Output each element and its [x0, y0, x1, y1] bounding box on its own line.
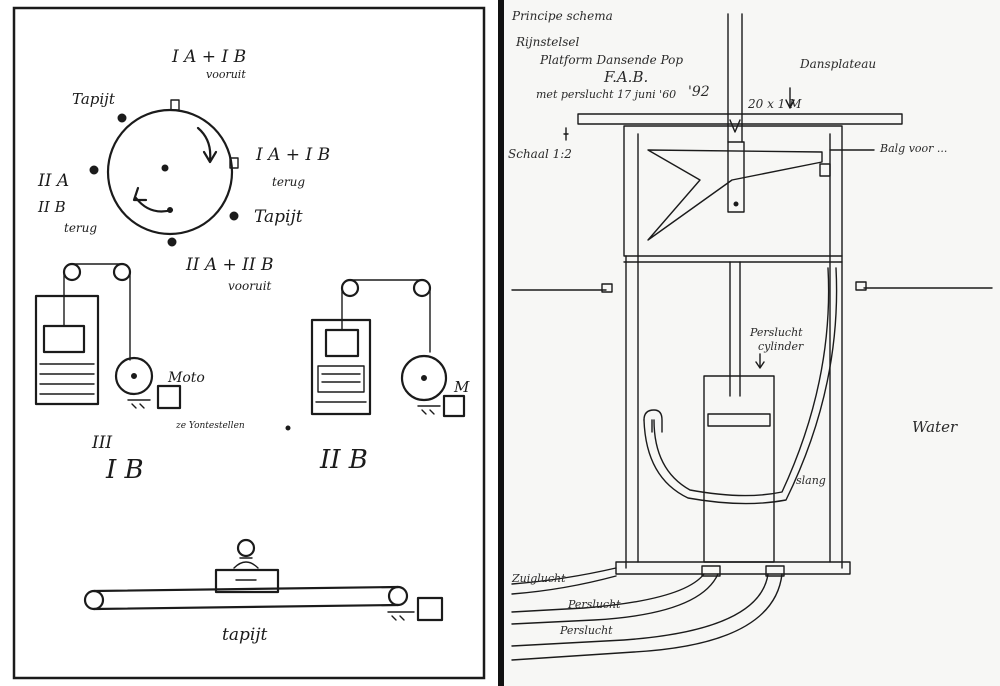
water-surface	[511, 281, 993, 293]
left-wheel	[114, 356, 154, 396]
upper-frame	[623, 125, 843, 257]
right-pulley-1	[340, 278, 360, 298]
dimension-label: 20 x 1 M	[747, 97, 802, 111]
date-label: met perslucht 17 juni '60	[536, 88, 676, 101]
conveyor-roller-right	[387, 585, 409, 607]
label-tapijt-top: Tapijt	[72, 90, 116, 108]
rotation-arrowhead-upper	[202, 150, 218, 164]
doll-head	[236, 538, 256, 558]
turntable-circle	[106, 108, 234, 236]
year-label: '92	[688, 84, 710, 100]
right-motor-box	[442, 394, 466, 418]
title-line-1: Principe schema	[511, 9, 613, 23]
label-panel-right: II B	[319, 445, 368, 475]
label-tapijt-right: Tapijt	[254, 207, 303, 227]
label-bottom-station: II A + II B	[185, 255, 274, 275]
signature: F.A.B.	[603, 68, 648, 86]
label-note: ze Yontestellen	[175, 421, 245, 431]
right-sketch-panel: Principe schema Rijnstelsel Platform Dan…	[504, 0, 1000, 686]
left-sketch-panel: I A + I B vooruit Tapijt I A + I B terug…	[0, 0, 498, 686]
supply-pipes	[511, 565, 785, 661]
label-left-station-a: II A	[37, 171, 69, 191]
left-mechanism	[34, 262, 182, 410]
air-cylinder	[703, 375, 775, 563]
station-dot-right	[229, 211, 239, 221]
right-pulley-2	[412, 278, 432, 298]
conveyor-motor-box	[416, 596, 444, 622]
label-top-station: I A + I B	[171, 47, 246, 67]
title-line-3: Platform Dansende Pop	[539, 53, 683, 67]
right-tank-weight	[324, 328, 360, 358]
water-label: Water	[912, 418, 958, 436]
panel-divider	[498, 0, 504, 686]
conveyor	[83, 538, 444, 622]
label-motor-right: M	[453, 378, 470, 396]
pipe-label-2: Perslucht	[567, 598, 621, 611]
label-panel-left-a: III	[91, 433, 112, 453]
dance-plate	[577, 113, 903, 125]
cylinder-label-2: cylinder	[758, 340, 804, 353]
bellows	[647, 141, 875, 241]
turntable-center	[161, 164, 169, 172]
scale-label: Schaal 1:2	[508, 147, 572, 161]
bellows-label: Balg voor ...	[879, 142, 947, 155]
label-left-station-b: II B	[37, 198, 66, 216]
label-bottom-station-sub: vooruit	[228, 279, 272, 293]
station-dot-tapijt	[117, 113, 127, 123]
rotation-arrow-upper	[196, 126, 212, 162]
left-sketch-drawing: I A + I B vooruit Tapijt I A + I B terug…	[12, 6, 486, 680]
left-pulley-1	[62, 262, 82, 282]
drive-shaft	[727, 13, 743, 143]
right-mechanism	[310, 278, 466, 418]
station-dot-bottom	[167, 237, 177, 247]
top-sensor	[170, 99, 180, 111]
label-conveyor: tapijt	[222, 625, 268, 645]
label-top-station-sub: vooruit	[206, 68, 246, 81]
label-motor: Moto	[167, 370, 205, 386]
title-line-2: Rijnstelsel	[515, 35, 580, 49]
base-plate	[615, 561, 851, 575]
label-right-station: I A + I B	[255, 145, 330, 165]
pipe-label-1: Zuiglucht	[511, 572, 566, 585]
station-dot-left	[89, 165, 99, 175]
left-page-border	[12, 6, 486, 680]
left-motor-box	[156, 384, 182, 410]
pipe-label-3: Perslucht	[559, 624, 613, 637]
left-tank-weight	[42, 324, 86, 354]
right-sensor	[229, 157, 239, 169]
conveyor-carriage	[214, 568, 280, 594]
cylinder-label-1: Perslucht	[749, 326, 803, 339]
hoses	[643, 267, 838, 505]
label-panel-left-b: I B	[105, 455, 144, 485]
left-tank	[34, 294, 100, 406]
label-left-station-sub: terug	[64, 221, 97, 235]
right-sketch-drawing: Principe schema Rijnstelsel Platform Dan…	[508, 9, 993, 661]
dance-plate-label: Dansplateau	[799, 57, 876, 71]
frame	[615, 125, 851, 575]
hose-label: slang	[796, 474, 826, 487]
right-tank	[310, 318, 372, 416]
conveyor-roller-left	[83, 589, 105, 611]
right-wheel	[400, 354, 448, 402]
left-pulley-2	[112, 262, 132, 282]
label-right-station-sub: terug	[272, 175, 305, 189]
rotation-arrowhead-lower	[132, 186, 148, 202]
